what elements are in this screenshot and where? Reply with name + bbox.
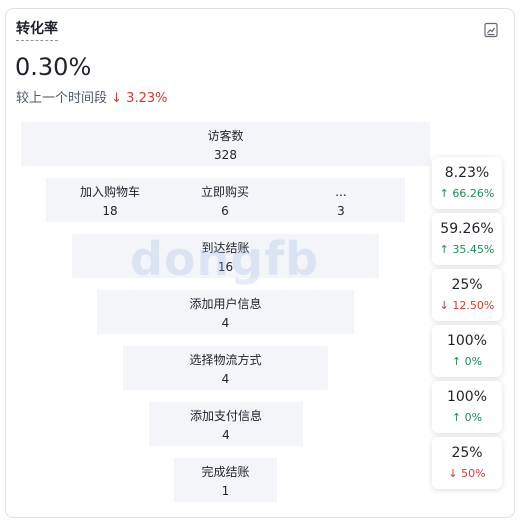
funnel-stage-complete-checkout[interactable]: 完成结账 1 — [174, 458, 277, 502]
stage-count: 328 — [214, 148, 237, 162]
step-rate-card[interactable]: 25% ↓ 12.50% — [432, 269, 502, 321]
sub-stage-more[interactable]: ... 3 — [301, 184, 381, 219]
step-rate-card[interactable]: 100% ↑ 0% — [432, 325, 502, 377]
step-rate-card[interactable]: 25% ↓ 50% — [432, 437, 502, 489]
step-rate-value: 25% — [451, 445, 483, 461]
stage-count: 1 — [221, 484, 230, 498]
period-comparison: 较上一个时间段 ↓ 3.23% — [16, 90, 167, 108]
stage-count: 4 — [221, 316, 230, 330]
sub-stage-buy-now[interactable]: 立即购买 6 — [185, 184, 265, 219]
stage-label: 添加支付信息 — [189, 409, 262, 423]
sub-stage-count: 6 — [221, 204, 229, 218]
step-rate-change: ↑ 0% — [451, 411, 483, 424]
step-rate-change: ↓ 12.50% — [439, 299, 495, 312]
funnel-stage-user-info[interactable]: 添加用户信息 4 — [97, 290, 354, 334]
step-rate-value: 100% — [446, 333, 488, 349]
funnel-stage-payment[interactable]: 添加支付信息 4 — [149, 402, 303, 446]
sub-stage-add-to-cart[interactable]: 加入购物车 18 — [70, 184, 150, 219]
step-rate-change: ↓ 50% — [448, 467, 486, 480]
step-rate-value: 25% — [451, 277, 483, 293]
stage-count: 4 — [222, 428, 230, 442]
step-rate-value: 100% — [446, 389, 488, 405]
card-title[interactable]: 转化率 — [16, 20, 58, 41]
comparison-label: 较上一个时间段 — [16, 91, 108, 106]
funnel-stage-shipping[interactable]: 选择物流方式 4 — [123, 346, 328, 390]
step-rate-change: ↑ 66.26% — [439, 187, 495, 200]
sub-stage-count: 3 — [337, 204, 345, 218]
funnel-stage-cart[interactable]: 加入购物车 18 立即购买 6 ... 3 — [46, 178, 405, 222]
stage-label: 到达结账 — [201, 241, 250, 255]
comparison-change: ↓ 3.23% — [111, 91, 168, 106]
step-rate-value: 59.26% — [440, 221, 494, 237]
sub-stage-label: ... — [335, 185, 347, 199]
funnel-stage-visitors[interactable]: 访客数 328 — [21, 122, 430, 166]
step-rate-card[interactable]: 100% ↑ 0% — [432, 381, 502, 433]
stage-label: 完成结账 — [201, 465, 250, 479]
step-rate-card[interactable]: 8.23% ↑ 66.26% — [432, 157, 502, 209]
stage-label: 访客数 — [207, 129, 244, 143]
stage-count: 16 — [217, 260, 234, 274]
step-rate-card[interactable]: 59.26% ↑ 35.45% — [432, 213, 502, 265]
chart-analysis-icon[interactable] — [483, 22, 499, 38]
funnel-stage-reach-checkout[interactable]: 到达结账 16 — [72, 234, 379, 278]
step-rate-change: ↑ 35.45% — [439, 243, 495, 256]
sub-stage-count: 18 — [102, 204, 118, 218]
conversion-rate-value: 0.30% — [15, 53, 92, 81]
step-rate-value: 8.23% — [444, 165, 490, 181]
sub-stage-label: 加入购物车 — [79, 185, 140, 199]
stage-count: 4 — [221, 372, 230, 386]
step-rate-change: ↑ 0% — [451, 355, 483, 368]
stage-label: 添加用户信息 — [189, 297, 262, 311]
sub-stage-label: 立即购买 — [200, 185, 249, 199]
stage-label: 选择物流方式 — [189, 353, 262, 367]
